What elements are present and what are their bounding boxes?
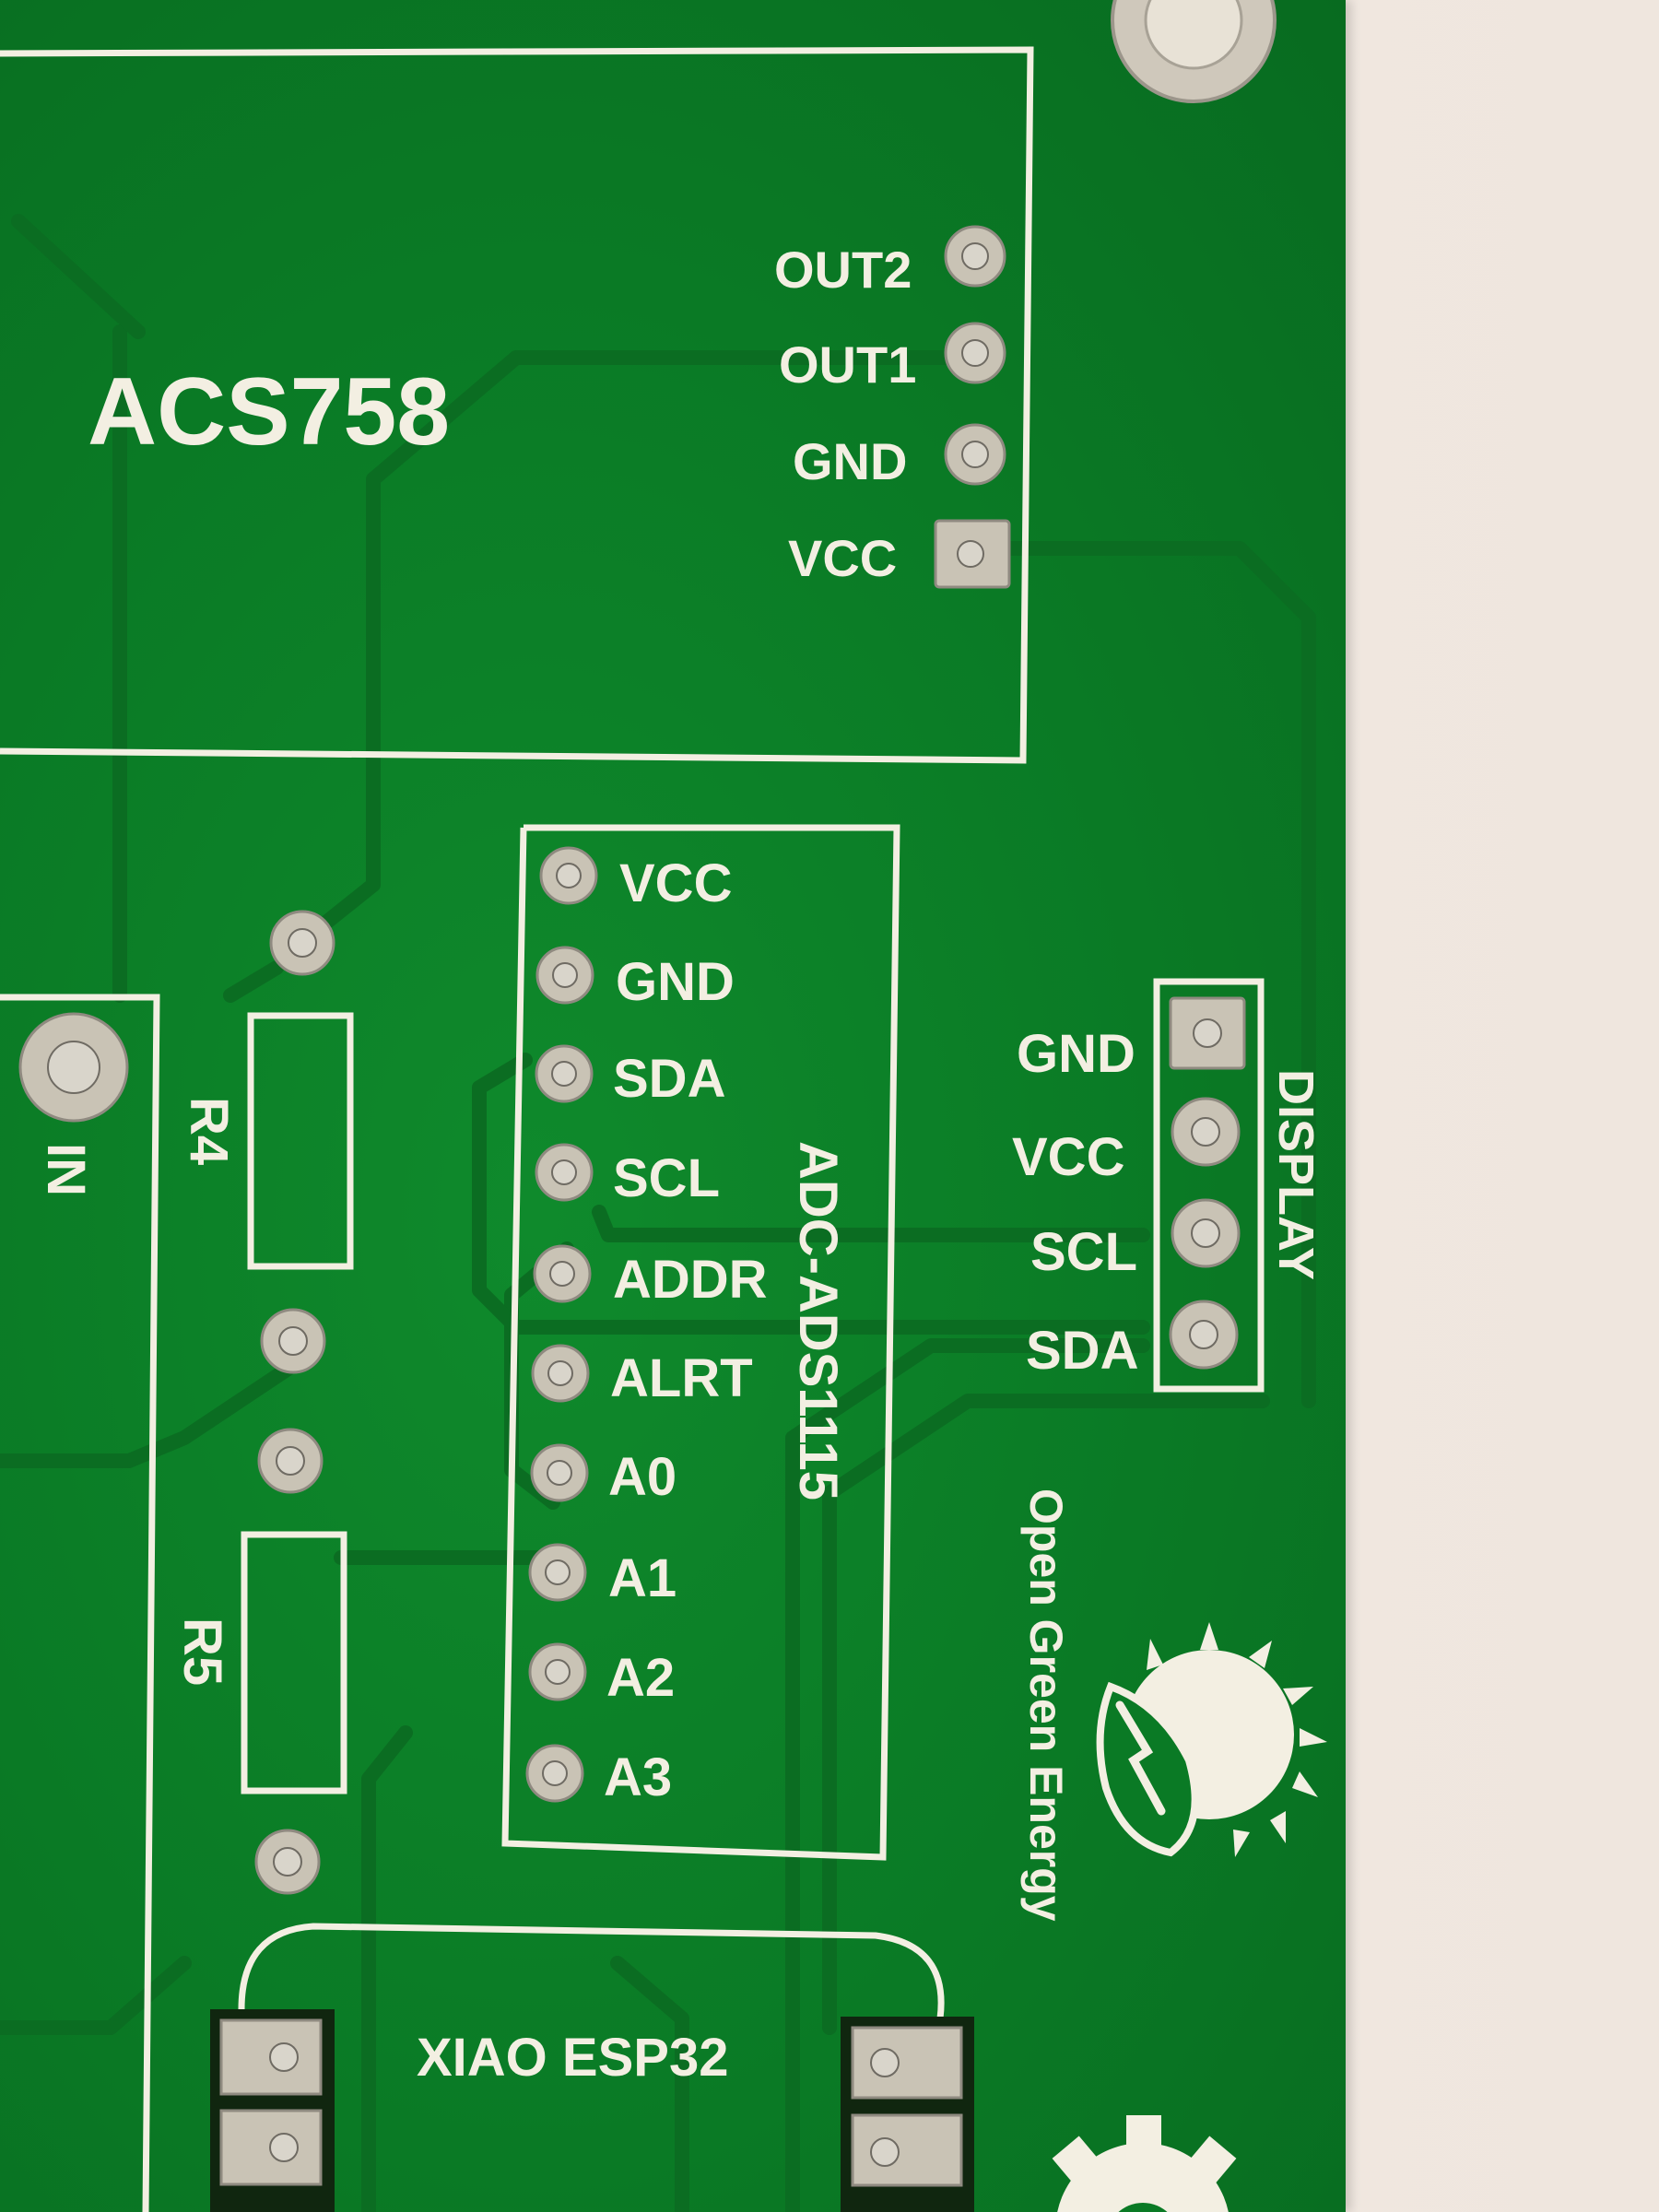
acs758-outline <box>0 46 1034 764</box>
r5-outline <box>241 1531 347 1794</box>
display-pin-labels: GND VCC SCL SDA <box>1012 1024 1138 1381</box>
adc-pin-addr: ADDR <box>613 1250 768 1310</box>
adc-pin-a1: A1 <box>608 1548 677 1608</box>
adc-pin-gnd: GND <box>616 952 735 1012</box>
pcb-board <box>0 0 1346 2212</box>
input-outline <box>0 994 160 2212</box>
adc-pin-vcc: VCC <box>619 853 732 913</box>
brand-text: Open Green Energy <box>1020 1488 1072 1922</box>
acs758-pin-labels: OUT2 OUT1 GND VCC <box>774 241 916 587</box>
acs758-pads <box>934 225 1011 589</box>
acs758-title: ACS758 <box>88 359 450 465</box>
display-title: DISPLAY <box>1268 1069 1324 1280</box>
adc-pin-a3: A3 <box>604 1747 672 1807</box>
adc-pin-sda: SDA <box>613 1049 725 1109</box>
acs758-pin-gnd: GND <box>793 432 907 490</box>
sun-leaf-logo-icon <box>1096 1622 1327 1857</box>
adc-pin-a2: A2 <box>606 1648 675 1708</box>
open-hardware-gear-icon <box>1052 2115 1237 2212</box>
r4-label: R4 <box>179 1097 239 1165</box>
xiao-label: XIAO ESP32 <box>417 2028 728 2088</box>
adc-pin-a0: A0 <box>608 1447 677 1507</box>
display-pin-scl: SCL <box>1030 1222 1137 1282</box>
display-pin-vcc: VCC <box>1012 1127 1124 1187</box>
adc-pin-labels: VCC GND SDA SCL ADDR ALRT A0 A1 A2 A3 <box>604 853 768 1807</box>
r4-outline <box>247 1012 354 1270</box>
adc-title: ADC-ADS1115 <box>788 1141 848 1500</box>
xiao-outline <box>238 1923 945 2019</box>
acs758-pin-out1: OUT1 <box>779 335 916 394</box>
r5-label: R5 <box>172 1618 232 1686</box>
copper-traces <box>0 214 1316 2212</box>
display-pin-sda: SDA <box>1026 1321 1138 1381</box>
xiao-left-header <box>210 2009 335 2212</box>
adc-pin-alrt: ALRT <box>610 1348 753 1408</box>
display-pads <box>1169 996 1246 1370</box>
acs758-pin-vcc: VCC <box>788 529 897 587</box>
adc-pin-scl: SCL <box>613 1148 720 1208</box>
display-pin-gnd: GND <box>1017 1024 1135 1084</box>
display-outline <box>1153 978 1265 1393</box>
xiao-right-header <box>841 2017 974 2212</box>
acs758-pin-out2: OUT2 <box>774 241 912 299</box>
adc-outline <box>501 824 900 1861</box>
mounting-hole <box>1111 0 1277 103</box>
input-label: IN <box>36 1143 96 1196</box>
adc-pads <box>525 846 598 1803</box>
